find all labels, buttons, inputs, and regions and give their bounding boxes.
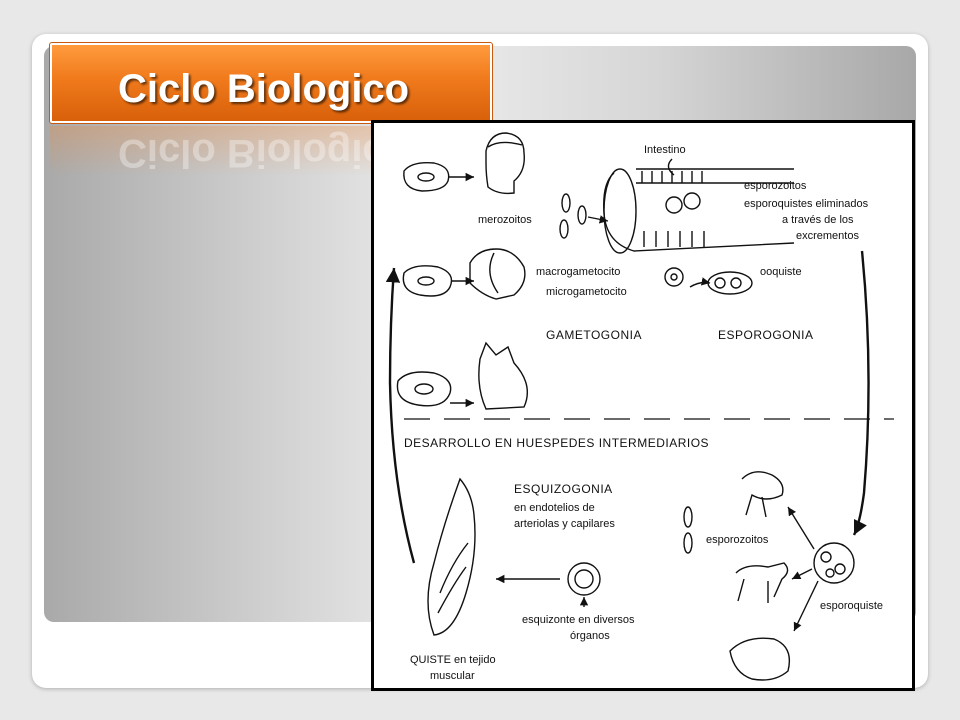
title-box bbox=[49, 42, 493, 124]
merozoite-icon bbox=[559, 193, 609, 239]
label-microgametocito: microgametocito bbox=[546, 286, 627, 298]
slide-title-reflection: Ciclo Biologico bbox=[118, 131, 410, 175]
sporozoite-icon bbox=[683, 506, 693, 554]
label-intestino: Intestino bbox=[644, 144, 686, 156]
meat-piece-icon bbox=[403, 161, 474, 192]
label-macrogametocito: macrogametocito bbox=[536, 266, 620, 278]
meat-piece-icon bbox=[396, 371, 474, 408]
cycle-arrow-left bbox=[385, 267, 416, 564]
intestine-icon bbox=[603, 158, 795, 254]
label-esporoquistes-2: a través de los bbox=[782, 214, 854, 226]
label-esquizogonia-1: ESQUIZOGONIA bbox=[514, 482, 613, 496]
label-merozoitos: merozoitos bbox=[478, 214, 532, 226]
gametocyte-icon bbox=[664, 267, 711, 288]
label-desarrollo: DESARROLLO EN HUESPEDES INTERMEDIARIOS bbox=[404, 436, 709, 450]
schizont-icon bbox=[496, 562, 601, 607]
label-esporozoitos-top: esporozoitos bbox=[744, 180, 807, 192]
bird-icon bbox=[741, 471, 784, 518]
life-cycle-diagram: Intestino esporozoitos esporoquistes eli… bbox=[371, 120, 915, 691]
oocyst-icon bbox=[707, 271, 753, 295]
label-esquizogonia-2: en endotelios de bbox=[514, 502, 595, 514]
label-esporoquiste: esporoquiste bbox=[820, 600, 883, 612]
label-esporogonia: ESPOROGONIA bbox=[718, 328, 814, 342]
label-gametogonia: GAMETOGONIA bbox=[546, 328, 642, 342]
label-esquizonte-1: esquizonte en diversos bbox=[522, 614, 635, 626]
cow-icon bbox=[735, 562, 789, 603]
label-esquizonte-2: órganos bbox=[570, 630, 610, 642]
cat-head-icon bbox=[478, 341, 528, 410]
meat-piece-icon bbox=[402, 265, 474, 297]
label-esporoquistes-1: esporoquistes eliminados bbox=[744, 198, 869, 210]
label-esporozoitos-bottom: esporozoitos bbox=[706, 534, 769, 546]
diagram-drawing: Intestino esporozoitos esporoquistes eli… bbox=[385, 132, 894, 682]
label-esporoquistes-3: excrementos bbox=[796, 230, 859, 242]
cycle-arrow-right bbox=[852, 250, 870, 536]
human-head-icon bbox=[485, 132, 525, 195]
label-ooquiste: ooquiste bbox=[760, 266, 802, 278]
slide-title: Ciclo Biologico bbox=[118, 67, 410, 111]
label-quiste-1: QUISTE en tejido bbox=[410, 654, 496, 666]
muscle-cyst-icon bbox=[427, 477, 476, 636]
label-quiste-2: muscular bbox=[430, 670, 475, 682]
label-esquizogonia-3: arteriolas y capilares bbox=[514, 518, 615, 530]
sporocyst-icon bbox=[787, 506, 855, 632]
dog-head-icon bbox=[469, 248, 526, 300]
sheep-icon bbox=[729, 637, 791, 681]
